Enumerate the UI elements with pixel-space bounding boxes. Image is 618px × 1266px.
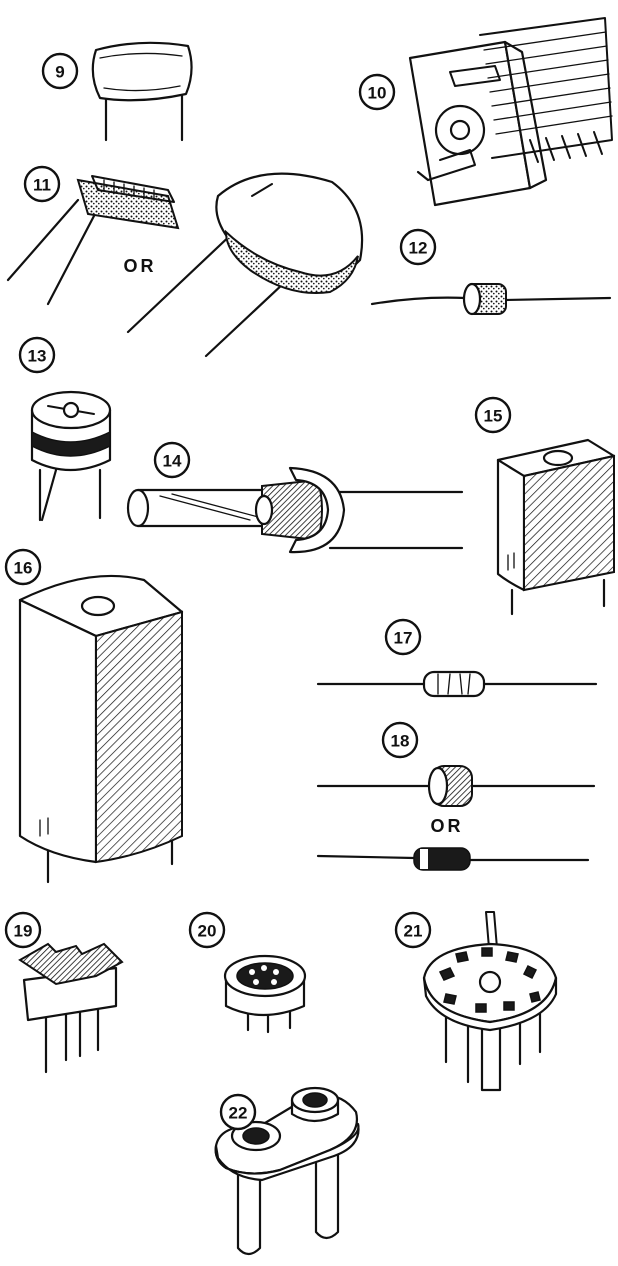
label-10-text: 10: [368, 84, 387, 103]
label-17-text: 17: [394, 629, 413, 648]
label-12: 12: [399, 228, 437, 266]
label-9: 9: [41, 52, 79, 90]
label-21-text: 21: [404, 922, 423, 941]
component-10-variable-capacitor: [408, 17, 613, 207]
label-20-text: 20: [198, 922, 217, 941]
or-label-11: OR: [124, 256, 157, 276]
component-13-trimmer: [30, 390, 112, 522]
component-18-bead: [316, 765, 596, 807]
label-18-text: 18: [391, 732, 410, 751]
label-16-text: 16: [14, 559, 33, 578]
label-16: 16: [4, 548, 42, 586]
component-12-ferrite-bead: [370, 282, 612, 316]
label-11-text: 11: [33, 176, 51, 195]
label-14: 14: [153, 441, 191, 479]
component-11-capacitor-b: [126, 172, 364, 358]
label-15-text: 15: [484, 407, 503, 426]
component-19-socket: [18, 942, 124, 1074]
component-14-coil: [126, 466, 464, 554]
label-9-text: 9: [55, 63, 64, 82]
label-15: 15: [474, 396, 512, 434]
component-15-transformer: [496, 438, 616, 616]
label-20: 20: [188, 911, 226, 949]
label-13: 13: [18, 336, 56, 374]
label-22: 22: [219, 1093, 257, 1131]
capacitor-plates: [479, 17, 613, 163]
component-18-diode: [316, 847, 590, 871]
label-13-text: 13: [28, 347, 47, 366]
label-19: 19: [4, 911, 42, 949]
component-9-capacitor: [91, 41, 193, 142]
label-19-text: 19: [14, 922, 33, 941]
label-17: 17: [384, 618, 422, 656]
component-17-resistor: [316, 670, 598, 698]
or-label-18: OR: [431, 816, 464, 836]
label-10: 10: [358, 73, 396, 111]
component-16-large-transformer: [18, 574, 184, 884]
component-20-din-socket: [223, 954, 307, 1034]
label-14-text: 14: [163, 452, 182, 471]
label-18: 18: [381, 721, 419, 759]
component-21-tube-socket: [422, 911, 558, 1092]
component-11-capacitor-a: [6, 175, 180, 306]
label-22-text: 22: [229, 1104, 248, 1123]
label-11: 11: [23, 165, 61, 203]
label-12-text: 12: [409, 239, 428, 258]
label-21: 21: [394, 911, 432, 949]
